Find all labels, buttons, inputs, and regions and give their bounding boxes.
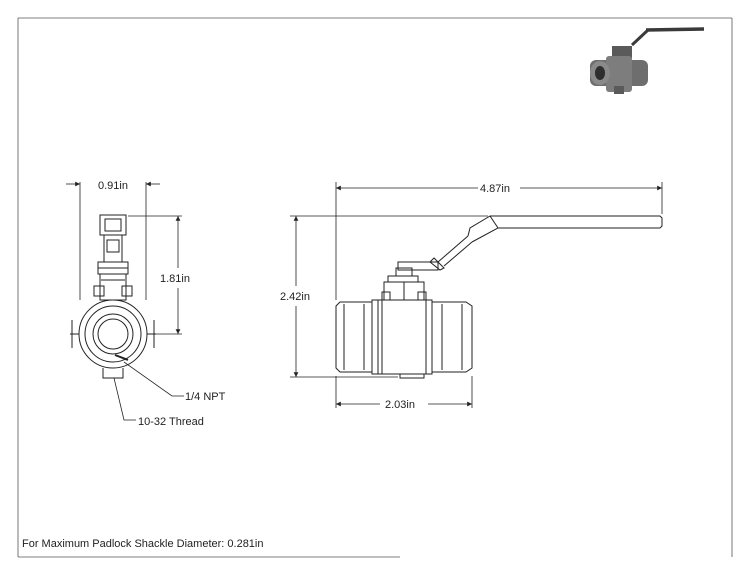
side-width-label: 0.91in xyxy=(98,180,128,192)
front-view xyxy=(335,215,663,379)
side-dimensions xyxy=(66,181,184,421)
side-height-label: 1.81in xyxy=(160,273,190,285)
overall-length-label: 4.87in xyxy=(480,183,510,195)
overall-height-label: 2.42in xyxy=(280,291,310,303)
side-view xyxy=(70,214,156,379)
port-thread-callout: 1/4 NPT xyxy=(185,391,226,403)
sheet-border xyxy=(17,17,733,558)
padlock-note: For Maximum Padlock Shackle Diameter: 0.… xyxy=(22,538,264,550)
body-length-label: 2.03in xyxy=(385,399,415,411)
front-dimensions xyxy=(290,182,663,408)
mount-thread-callout: 10-32 Thread xyxy=(138,416,204,428)
ball-valve-3d-icon xyxy=(590,27,705,94)
